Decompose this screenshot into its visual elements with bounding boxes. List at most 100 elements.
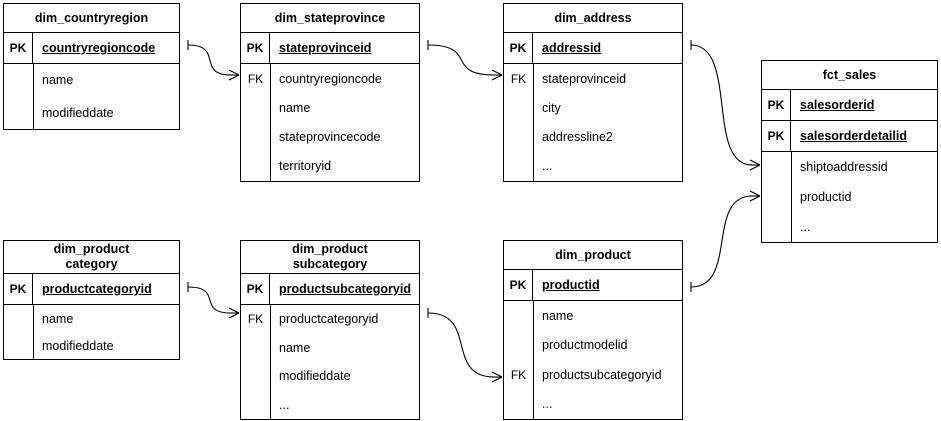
attribute-name: city (542, 100, 561, 115)
relationship-product-to-fctsales (690, 190, 761, 292)
attribute-name: name (279, 340, 311, 355)
key-column-divider (270, 64, 271, 181)
entity-title: fct_sales (762, 61, 937, 90)
attribute-name: modifieddate (42, 105, 114, 120)
entity-attribute-list: shiptoaddressid productid... (762, 152, 937, 242)
attribute-name: ... (542, 159, 553, 174)
entity-title: dim_address (504, 4, 682, 33)
entity-attribute-row[interactable]: stateprovincecode (241, 123, 419, 152)
entity-attribute-row[interactable]: territoryid (241, 152, 419, 181)
entity-attribute-row[interactable]: ... (504, 390, 682, 420)
attribute-name: stateprovincecode (279, 130, 381, 145)
key-column-divider (791, 152, 792, 242)
attribute-name: name (42, 73, 74, 88)
attribute-name: ... (279, 397, 290, 412)
pk-attribute-name: productcategoryid (42, 282, 152, 296)
cardinality-many-marker (491, 69, 503, 81)
entity-attribute-row[interactable]: productid (762, 182, 937, 212)
key-column-divider (533, 301, 534, 419)
fk-badge: FK (510, 367, 527, 382)
relationship-stateprovince-to-address (427, 40, 503, 81)
entity-attribute-row[interactable]: addressline2 (504, 123, 682, 152)
fk-badge: FK (247, 71, 264, 86)
attribute-name: modifieddate (279, 369, 351, 384)
key-column-divider (33, 64, 34, 129)
entity-attribute-row[interactable]: shiptoaddressid (762, 152, 937, 182)
connector-line (187, 44, 232, 76)
fk-badge: FK (510, 71, 527, 86)
entity-attribute-row[interactable]: productmodelid (504, 331, 682, 361)
connector-line (427, 44, 495, 76)
entity-attribute-row[interactable]: city (504, 93, 682, 122)
entity-attribute-row[interactable]: ... (504, 152, 682, 181)
connector-line (427, 312, 495, 378)
pk-attribute-name: productid (542, 278, 600, 292)
pk-badge: PK (504, 33, 533, 63)
connector-line (690, 44, 753, 166)
cardinality-many-marker (749, 190, 761, 202)
cardinality-many-marker (228, 69, 240, 81)
cardinality-many-marker (491, 371, 503, 383)
relationship-subcategory-to-product (427, 308, 503, 383)
entity-attribute-row[interactable]: modifieddate (241, 362, 419, 391)
attribute-name: ... (542, 397, 553, 412)
attribute-name: shiptoaddressid (800, 160, 888, 174)
entity-attribute-row[interactable]: modifieddate (4, 97, 179, 130)
relationship-countryregion-to-stateprovince (187, 40, 240, 81)
key-column-divider (270, 305, 271, 419)
attribute-name: modifieddate (42, 338, 114, 353)
entity-pk-row[interactable]: PK addressid (504, 33, 682, 64)
relationship-address-to-fctsales (690, 40, 761, 171)
pk-badge: PK (241, 33, 270, 63)
pk-badge: PK (4, 274, 33, 304)
entity-pk-row[interactable]: PK salesorderdetailid (762, 121, 937, 152)
entity-title: dim_countryregion (4, 4, 179, 33)
entity-pk-row[interactable]: PK productcategoryid (4, 274, 179, 305)
entity-title: dim_product subcategory (241, 241, 419, 274)
entity-attribute-row[interactable]: modifieddate (4, 332, 179, 359)
entity-attribute-row[interactable]: name (241, 334, 419, 363)
entity-title: dim_stateprovince (241, 4, 419, 33)
key-column-divider (533, 64, 534, 181)
entity-attribute-row[interactable]: name (4, 305, 179, 332)
entity-pk-row[interactable]: PK productid (504, 270, 682, 301)
entity-title: dim_product category (4, 241, 179, 274)
fk-badge: FK (247, 312, 264, 327)
pk-attribute-name: addressid (542, 41, 602, 55)
entity-attribute-row[interactable]: ... (241, 391, 419, 420)
attribute-name: addressline2 (542, 130, 613, 145)
connector-line (187, 286, 232, 314)
attribute-name: ... (800, 220, 811, 234)
pk-badge: PK (762, 121, 791, 151)
entity-attribute-row[interactable]: name (4, 64, 179, 97)
entity-attribute-row[interactable]: name (241, 93, 419, 122)
key-column-divider (33, 305, 34, 359)
attribute-name: name (279, 100, 311, 115)
pk-badge: PK (504, 270, 533, 300)
pk-badge: PK (762, 90, 791, 120)
entity-title: dim_product (504, 241, 682, 270)
pk-attribute-name: salesorderdetailid (800, 129, 907, 143)
entity-attribute-row[interactable]: name (504, 301, 682, 331)
entity-attribute-list: name modifieddate (4, 64, 179, 129)
entity-attribute-row[interactable]: ... (762, 212, 937, 242)
pk-attribute-name: productsubcategoryid (279, 282, 411, 296)
